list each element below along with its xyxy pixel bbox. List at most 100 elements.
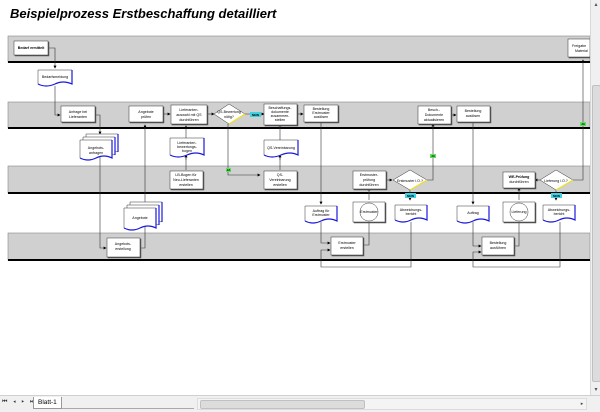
last-sheet-icon[interactable]: ⏭ — [30, 399, 37, 405]
document-label: QS-Vereinbarung — [267, 146, 295, 150]
document-angebote[interactable]: Angebote — [123, 201, 163, 231]
swimlane-3 — [7, 165, 590, 194]
document-abweichungsbericht-1[interactable]: Abweichungs- bericht — [394, 204, 428, 223]
material-label: Lieferung — [512, 210, 527, 214]
scroll-up-arrow-icon[interactable]: ▴ — [594, 2, 598, 8]
first-sheet-icon[interactable]: ⏮ — [2, 399, 10, 405]
activity-erstmuster-erstellen[interactable]: Erstmuster erstellen — [330, 236, 364, 256]
document-lieferantenbewertungsbogen[interactable]: Lieferanten- bewertungs- bogen — [169, 137, 205, 158]
activity-bestellung-ausloesen[interactable]: Bestellung auslösen — [456, 105, 491, 123]
activity-label: Lieferanten- — [179, 108, 199, 112]
badge-ja-3: JA — [580, 122, 586, 126]
decision-label: nötig? — [224, 115, 234, 119]
activity-bestellung-erstmuster[interactable]: Bestellung Erstmuster auslösen — [303, 104, 339, 123]
activity-label: Lieferanten — [69, 115, 87, 119]
activity-label: Material — [575, 49, 588, 53]
activity-label: aktualisieren — [424, 118, 444, 122]
vertical-scrollbar[interactable]: ▴ ▾ — [590, 0, 600, 395]
activity-label: ausführen — [490, 246, 506, 250]
activity-label: Erstmuster — [312, 111, 330, 115]
scroll-down-arrow-icon[interactable]: ▾ — [594, 387, 598, 393]
sheet-bar: ⏮ ◂ ▸ ⏭ Blatt-1 ▸ — [0, 395, 600, 412]
activity-freigabe-material[interactable]: Freigabe Material — [567, 38, 590, 58]
document-auftrag[interactable]: Auftrag — [456, 205, 490, 224]
activity-label: LB-Bogen für — [175, 173, 197, 177]
activity-label: erstellung — [115, 247, 131, 251]
activity-anfrage-lieferanten[interactable]: Anfrage bei Lieferanten — [60, 105, 96, 123]
decision-qs-bewertung[interactable]: QS-Bewertung nötig? — [213, 103, 246, 125]
document-label: Auftrag — [467, 211, 479, 215]
activity-label: auslösen — [314, 115, 328, 119]
activity-label: durchführen — [359, 183, 378, 187]
tab-area — [62, 399, 194, 409]
document-bedarfsmeldung[interactable]: Bedarfsmeldung — [37, 69, 73, 87]
activity-label: erstellen — [273, 183, 287, 187]
activity-label: Beschaffungs- — [269, 106, 293, 110]
activity-label: Dokumente — [425, 113, 443, 117]
decision-erstmuster-ok[interactable]: Erstmuster i.O.? — [392, 169, 428, 191]
decision-label: Lieferung i.O.? — [544, 179, 568, 183]
activity-label: Vereinbarung — [269, 178, 290, 182]
badge-ja-1: JA — [226, 168, 231, 172]
sheet-tab-blatt-1[interactable]: Blatt-1 — [33, 397, 62, 409]
activity-label: QS- — [277, 173, 284, 177]
badge-ja-2: JA — [430, 154, 436, 158]
activity-beschaffungsdokumente[interactable]: Beschaffungs- dokumente zusammen- stelle… — [263, 103, 298, 126]
badge-label: NEIN — [407, 194, 414, 198]
activity-label: Erstmuster- — [360, 173, 379, 177]
document-label: anfragen — [89, 151, 103, 155]
activity-bestellung-ausfuehren[interactable]: Bestellung ausführen — [481, 236, 515, 256]
document-label: Angebots- — [88, 146, 105, 150]
activity-bedarf-ermittelt[interactable]: Bedarf ermittelt — [13, 40, 49, 56]
document-label: Bedarfsmeldung — [42, 75, 68, 79]
activity-angebotserstellung[interactable]: Angebots- erstellung — [106, 237, 141, 258]
activity-lieferantenauswahl[interactable]: Lieferanten- auswahl mit QS durchführen — [170, 104, 208, 125]
document-label: Abweichungs- — [548, 208, 571, 212]
badge-label: JA — [431, 154, 436, 158]
activity-dokumente-aktualisieren[interactable]: Besch.- Dokumente aktualisieren — [417, 105, 452, 125]
activity-qs-vereinbarung-erstellen[interactable]: QS- Vereinbarung erstellen — [263, 170, 298, 190]
activity-label: durchführen — [179, 118, 198, 122]
sheet-navigation: ⏮ ◂ ▸ ⏭ — [2, 399, 37, 406]
activity-label: Angebots- — [115, 242, 132, 246]
activity-label: prüfen — [141, 115, 151, 119]
activity-label: auslösen — [466, 114, 480, 118]
badge-nein-2: NEIN — [405, 193, 416, 198]
badge-label: NEIN — [252, 113, 259, 117]
badge-nein-3: NEIN — [551, 193, 562, 198]
activity-label: zusammen- — [271, 114, 291, 118]
document-abweichungsbericht-2[interactable]: Abweichungs- bericht — [542, 204, 576, 223]
scroll-right-arrow-icon[interactable]: ▸ — [580, 401, 584, 407]
vertical-scroll-thumb[interactable] — [592, 85, 600, 382]
activity-label: Neu-Lieferanten — [173, 178, 199, 182]
material-erstmuster[interactable]: Erstmuster — [352, 201, 386, 223]
activity-label: durchführen — [509, 180, 528, 184]
document-label: Abweichungs- — [400, 208, 423, 212]
decision-lieferung-ok[interactable]: Lieferung i.O.? — [539, 169, 574, 191]
material-lieferung[interactable]: Lieferung — [502, 201, 536, 223]
activity-label: Freigabe — [572, 44, 586, 48]
horizontal-scrollbar[interactable]: ▸ — [197, 398, 587, 410]
activity-label: erstellen — [340, 246, 354, 250]
activity-erstmusterpruefung[interactable]: Erstmuster- prüfung durchführen — [352, 170, 387, 190]
badge-nein-1: NEIN — [250, 112, 261, 117]
horizontal-scroll-thumb[interactable] — [200, 400, 365, 409]
document-auftrag-erstmuster[interactable]: Auftrag für Erstmuster — [304, 205, 338, 224]
activity-angebote-pruefen[interactable]: Angebote prüfen — [128, 105, 164, 123]
activity-label: Besch.- — [428, 108, 441, 112]
activity-lb-bogen-erstellen[interactable]: LB-Bogen für Neu-Lieferanten erstellen — [169, 170, 204, 190]
decision-label: QS-Bewertung — [217, 110, 241, 114]
prev-sheet-icon[interactable]: ◂ — [13, 399, 18, 405]
material-label: Erstmuster — [360, 210, 378, 214]
document-angebotsanfragen[interactable]: Angebots- anfragen — [79, 133, 119, 161]
document-label: bericht — [554, 212, 565, 216]
swimlane-2 — [7, 101, 590, 129]
next-sheet-icon[interactable]: ▸ — [21, 399, 27, 405]
activity-we-pruefung[interactable]: WE-Prüfung durchführen — [502, 171, 536, 189]
activity-label: prüfung — [363, 178, 375, 182]
activity-label: Bestellung — [313, 107, 330, 111]
process-diagram: Bedarf ermittelt Freigabe Material Bedar… — [7, 35, 590, 268]
activity-label: erstellen — [179, 183, 193, 187]
document-qs-vereinbarung[interactable]: QS-Vereinbarung — [263, 139, 299, 158]
activity-label: Erstmuster — [338, 241, 356, 245]
